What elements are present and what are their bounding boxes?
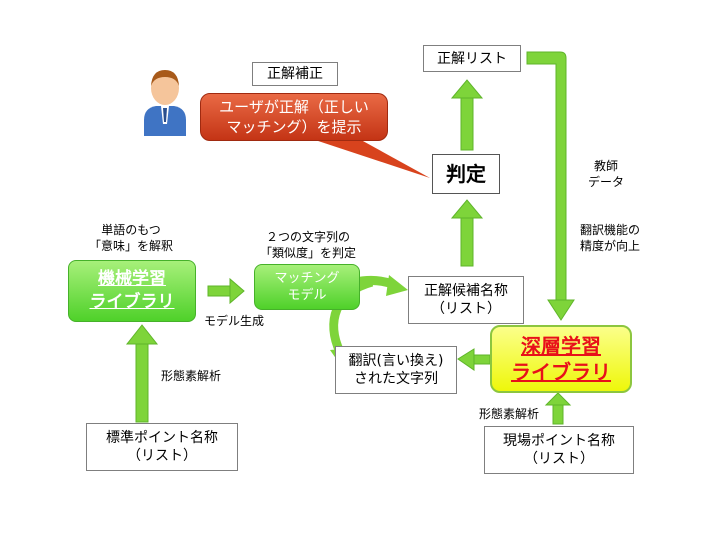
ml-library-line-2: ライブラリ (89, 292, 175, 312)
candidate-line-1: 正解候補名称 (424, 283, 508, 299)
word-meaning-line-2: 「意味」を解釈 (88, 239, 173, 253)
morphological-analysis-left-label: 形態素解析 (160, 369, 221, 383)
site-points-line-2: （リスト） (524, 451, 594, 467)
correction-title: 正解補正 (267, 66, 323, 82)
model-generation-label: モデル生成 (203, 314, 264, 328)
arrow-candidate-to-judge (450, 199, 484, 267)
arrow-ml-to-model (207, 277, 245, 305)
matching-model-box: マッチング モデル (254, 264, 360, 310)
deep-learning-library-box: 深層学習 ライブラリ (490, 325, 632, 393)
callout-line-1: ユーザが正解（正しい (219, 98, 369, 116)
translated-line-1: 翻訳(言い換え) (348, 353, 444, 369)
teacher-data-line-1: 教師 (593, 159, 618, 173)
translated-strings-box: 翻訳(言い換え) された文字列 (335, 346, 457, 394)
callout-pointer (300, 135, 430, 178)
deep-learning-line-1: 深層学習 (521, 334, 601, 358)
arrow-standard-to-ml (125, 324, 159, 423)
teacher-data-label: 教師 データ (578, 158, 634, 190)
word-meaning-line-1: 単語のもつ (101, 223, 161, 237)
matching-model-line-1: マッチング (274, 271, 340, 286)
user-avatar-icon (140, 64, 190, 136)
accuracy-line-2: 精度が向上 (579, 239, 640, 253)
morphological-analysis-right-label: 形態素解析 (478, 407, 539, 421)
teacher-data-line-2: データ (587, 175, 624, 189)
matching-model-line-2: モデル (287, 288, 327, 303)
candidate-line-2: （リスト） (431, 301, 501, 317)
ml-library-line-1: 機械学習 (98, 269, 166, 289)
judgement-label: 判定 (446, 162, 486, 186)
correct-list-box: 正解リスト (423, 45, 521, 72)
ml-library-box: 機械学習 ライブラリ (68, 260, 196, 322)
similarity-label: ２つの文字列の 「類似度」を判定 (246, 229, 370, 261)
correction-title-box: 正解補正 (252, 62, 338, 86)
callout-line-2: マッチング）を提示 (226, 118, 362, 136)
user-correction-callout: ユーザが正解（正しい マッチング）を提示 (200, 93, 388, 141)
candidate-names-box: 正解候補名称 （リスト） (408, 276, 524, 324)
accuracy-line-1: 翻訳機能の (579, 223, 640, 237)
site-point-names-box: 現場ポイント名称 （リスト） (484, 426, 634, 474)
similarity-line-1: ２つの文字列の (265, 230, 350, 244)
correct-list-label: 正解リスト (437, 50, 507, 67)
arrow-site-to-deep (544, 392, 572, 425)
arrow-deep-to-translated (457, 348, 491, 371)
standard-point-names-box: 標準ポイント名称 （リスト） (86, 423, 238, 471)
similarity-line-2: 「類似度」を判定 (259, 246, 356, 260)
word-meaning-label: 単語のもつ 「意味」を解釈 (76, 222, 186, 254)
translated-line-2: された文字列 (354, 371, 438, 387)
accuracy-improvement-label: 翻訳機能の 精度が向上 (570, 222, 650, 254)
arrow-list-to-deep (526, 51, 575, 321)
standard-points-line-1: 標準ポイント名称 (106, 430, 218, 446)
deep-learning-line-2: ライブラリ (511, 360, 611, 384)
judgement-box: 判定 (432, 154, 500, 194)
standard-points-line-2: （リスト） (127, 448, 197, 464)
site-points-line-1: 現場ポイント名称 (503, 433, 615, 449)
arrow-judge-to-list (450, 79, 484, 151)
